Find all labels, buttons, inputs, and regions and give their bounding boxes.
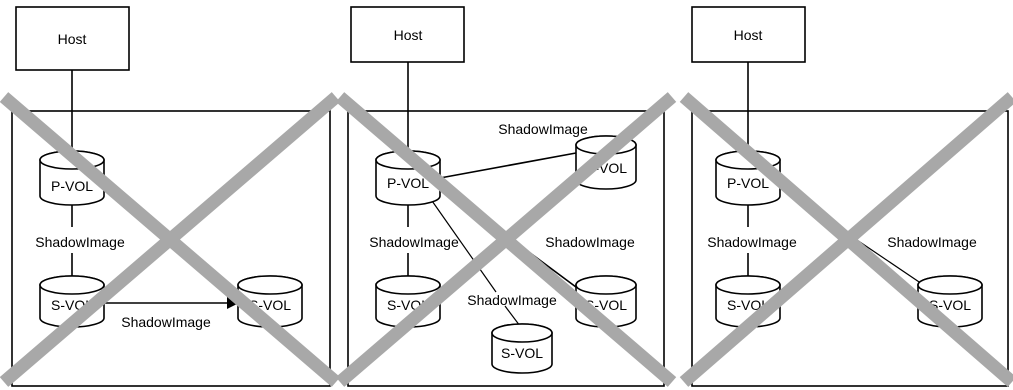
host-box — [15, 6, 130, 71]
shadowimage-label: ShadowImage — [369, 234, 459, 250]
host-label: Host — [734, 27, 763, 43]
pair-link — [429, 197, 497, 293]
pair-link — [504, 305, 521, 327]
pvol-label: P-VOL — [727, 175, 769, 191]
host-label: Host — [58, 31, 87, 47]
pvol-label: P-VOL — [51, 178, 93, 194]
svol-label: S-VOL — [929, 297, 971, 313]
unsupported-cross-2 — [335, 92, 677, 387]
pair-link — [439, 152, 577, 179]
unsupported-cross-1 — [0, 92, 341, 387]
svol-label: S-VOL — [501, 345, 543, 361]
host-label: Host — [394, 27, 423, 43]
shadowimage-label: ShadowImage — [467, 292, 557, 308]
shadowimage-label: ShadowImage — [121, 314, 211, 330]
shadowimage-label: ShadowImage — [887, 234, 977, 250]
shadowimage-label: ShadowImage — [545, 234, 635, 250]
host-box — [350, 6, 465, 63]
shadowimage-label: ShadowImage — [498, 121, 588, 137]
panel-1: Host P-VOL ShadowImage S-VOL ShadowImage… — [11, 6, 331, 387]
unsupported-cross-3 — [679, 92, 1013, 387]
pvol-label: P-VOL — [387, 175, 429, 191]
shadowimage-label: ShadowImage — [707, 234, 797, 250]
svol-cylinder — [491, 323, 553, 374]
shadowimage-label: ShadowImage — [35, 234, 125, 250]
